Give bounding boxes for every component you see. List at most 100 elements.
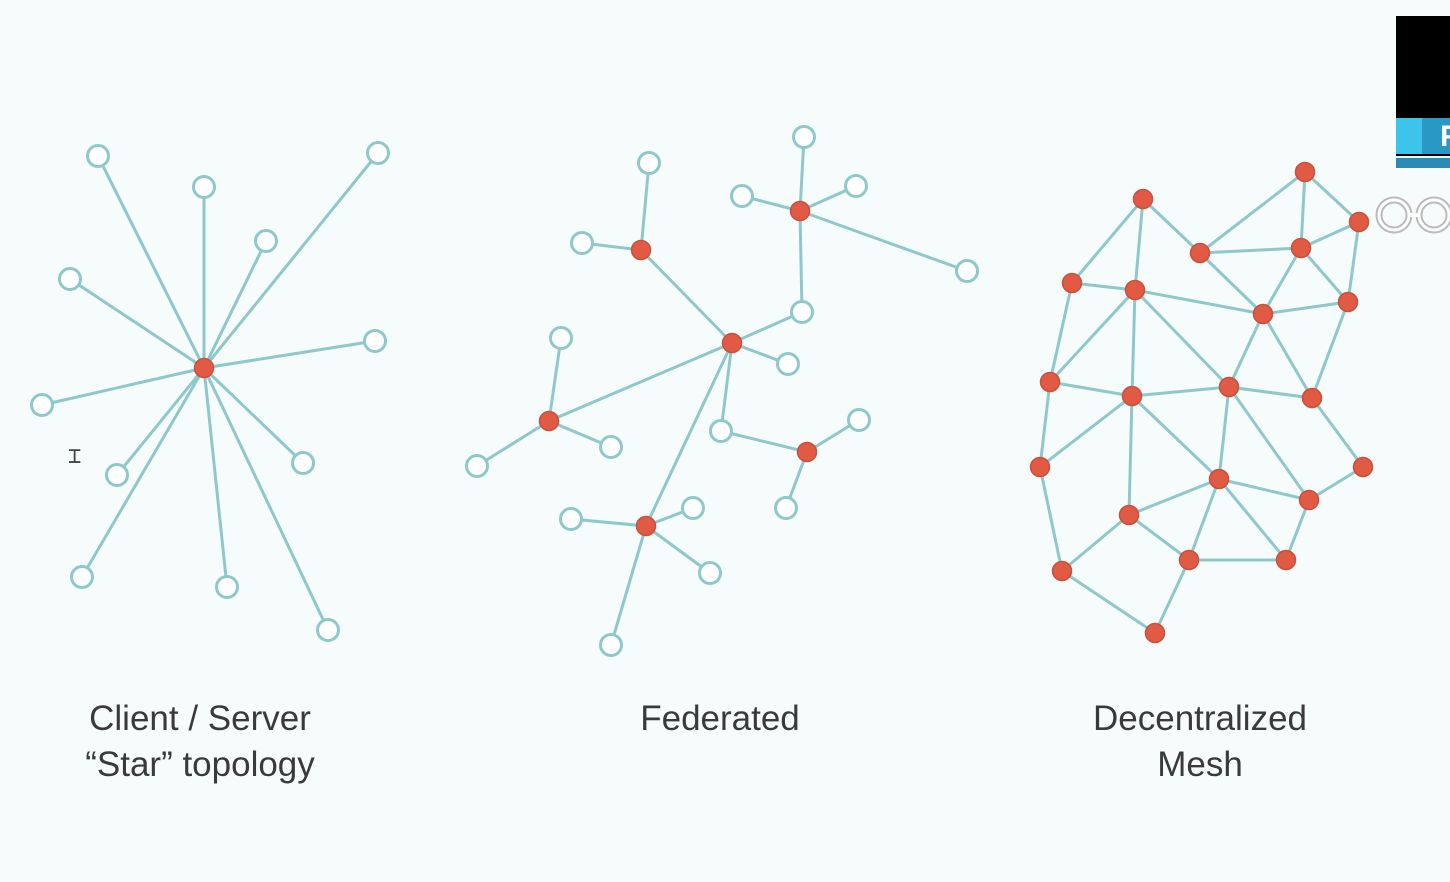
federated-leaf-node (847, 408, 871, 432)
mesh-hub-node (1029, 456, 1051, 478)
federated-edge (639, 248, 734, 345)
star-edge (202, 367, 229, 588)
federated-edge (798, 210, 804, 313)
federated-hub-node (630, 239, 652, 261)
star-edge (115, 367, 206, 476)
mesh-edge (1141, 197, 1202, 255)
star-edge (80, 367, 206, 578)
mesh-edge (1217, 386, 1231, 480)
star-caption-line-2: “Star” topology (85, 745, 315, 784)
mesh-edge (1310, 397, 1365, 468)
mesh-hub-node (1348, 211, 1370, 233)
star-leaf-node (363, 329, 387, 353)
text-cursor-icon: ⌶ (68, 444, 82, 469)
mesh-edge (1261, 313, 1314, 399)
mesh-edge (1130, 394, 1221, 481)
federated-edge (798, 136, 806, 212)
star-leaf-node (215, 575, 239, 599)
mesh-hub-node (1337, 291, 1359, 313)
federated-edge (644, 342, 734, 527)
mesh-edge (1199, 246, 1302, 255)
mesh-edge (1227, 386, 1311, 501)
mesh-hub-node (1290, 237, 1312, 259)
federated-edge (476, 419, 550, 468)
star-leaf-node (70, 565, 94, 589)
star-leaf-node (30, 393, 54, 417)
star-leaf-node (254, 229, 278, 253)
federated-edge (548, 341, 733, 423)
mesh-caption-line-2: Mesh (1157, 745, 1243, 784)
mesh-edge (1038, 466, 1064, 572)
mesh-edge (1227, 313, 1265, 388)
mesh-edge (1048, 288, 1137, 384)
mesh-edge (1039, 394, 1133, 469)
federated-edge (639, 162, 651, 251)
mesh-edge (1038, 381, 1052, 468)
star-edge (69, 277, 205, 370)
federated-edge (609, 525, 648, 646)
mesh-edge (1284, 499, 1311, 561)
mesh-hub-node (1294, 161, 1316, 183)
thumbnail-letter: F (1440, 120, 1450, 153)
mesh-hub-node (1039, 371, 1061, 393)
mesh-edge (1261, 247, 1303, 315)
star-leaf-node (366, 141, 390, 165)
federated-caption: Federated (520, 696, 920, 742)
mesh-hub-node (1208, 468, 1230, 490)
federated-hub-node (796, 441, 818, 463)
mesh-edge (1300, 220, 1360, 250)
mesh-edge (1128, 513, 1190, 562)
mesh-edge (1128, 477, 1220, 517)
mesh-caption-line-1: Decentralized (1093, 699, 1307, 738)
star-edge (202, 366, 305, 465)
federated-hub-node (789, 200, 811, 222)
federated-edge (719, 342, 734, 432)
federated-hub-node (635, 515, 657, 537)
mesh-edge (1131, 385, 1230, 398)
mesh-edge (1049, 380, 1133, 398)
mesh-hub-node (1132, 188, 1154, 210)
mesh-edge (1133, 198, 1145, 291)
federated-leaf-node (681, 496, 705, 520)
star-edge (203, 339, 376, 370)
mesh-edge (1299, 247, 1350, 303)
mesh-hub-node (1218, 376, 1240, 398)
mesh-hub-node (1121, 385, 1143, 407)
mesh-hub-node (1275, 549, 1297, 571)
mesh-edge (1153, 559, 1191, 634)
federated-leaf-node (559, 507, 583, 531)
star-edge (41, 366, 205, 407)
mesh-edge (1061, 569, 1156, 635)
thumbnail-color-band-lower (1396, 156, 1450, 168)
mesh-edge (1133, 288, 1231, 389)
mesh-edge (1061, 513, 1130, 573)
federated-leaf-node (465, 454, 489, 478)
federated-leaf-node (637, 151, 661, 175)
mesh-edge (1346, 221, 1361, 303)
thumbnail-color-band (1396, 118, 1450, 154)
federated-leaf-node (570, 231, 594, 255)
video-thumbnail-overlay[interactable]: F (1396, 16, 1450, 168)
federated-leaf-node (844, 174, 868, 198)
mesh-edge (1308, 465, 1364, 502)
federated-hub-node (721, 332, 743, 354)
federated-edge (570, 517, 647, 528)
mesh-hub-node (1189, 242, 1211, 264)
star-edge (202, 240, 268, 369)
mesh-edge (1310, 301, 1350, 399)
mesh-hub-node (1118, 504, 1140, 526)
star-edge (202, 367, 330, 631)
mesh-edge (1127, 395, 1134, 516)
chain-link-logo-icon (1375, 196, 1450, 234)
federated-edge (731, 310, 803, 345)
federated-leaf-node (730, 184, 754, 208)
mesh-edge (1134, 288, 1264, 316)
star-leaf-node (105, 463, 129, 487)
mesh-hub-node (1298, 489, 1320, 511)
federated-edge (645, 524, 711, 575)
star-topology-caption: Client / Server “Star” topology (0, 696, 400, 788)
federated-leaf-node (599, 633, 623, 657)
federated-edge (799, 209, 968, 273)
mesh-edge (1199, 170, 1306, 255)
star-leaf-node (192, 175, 216, 199)
